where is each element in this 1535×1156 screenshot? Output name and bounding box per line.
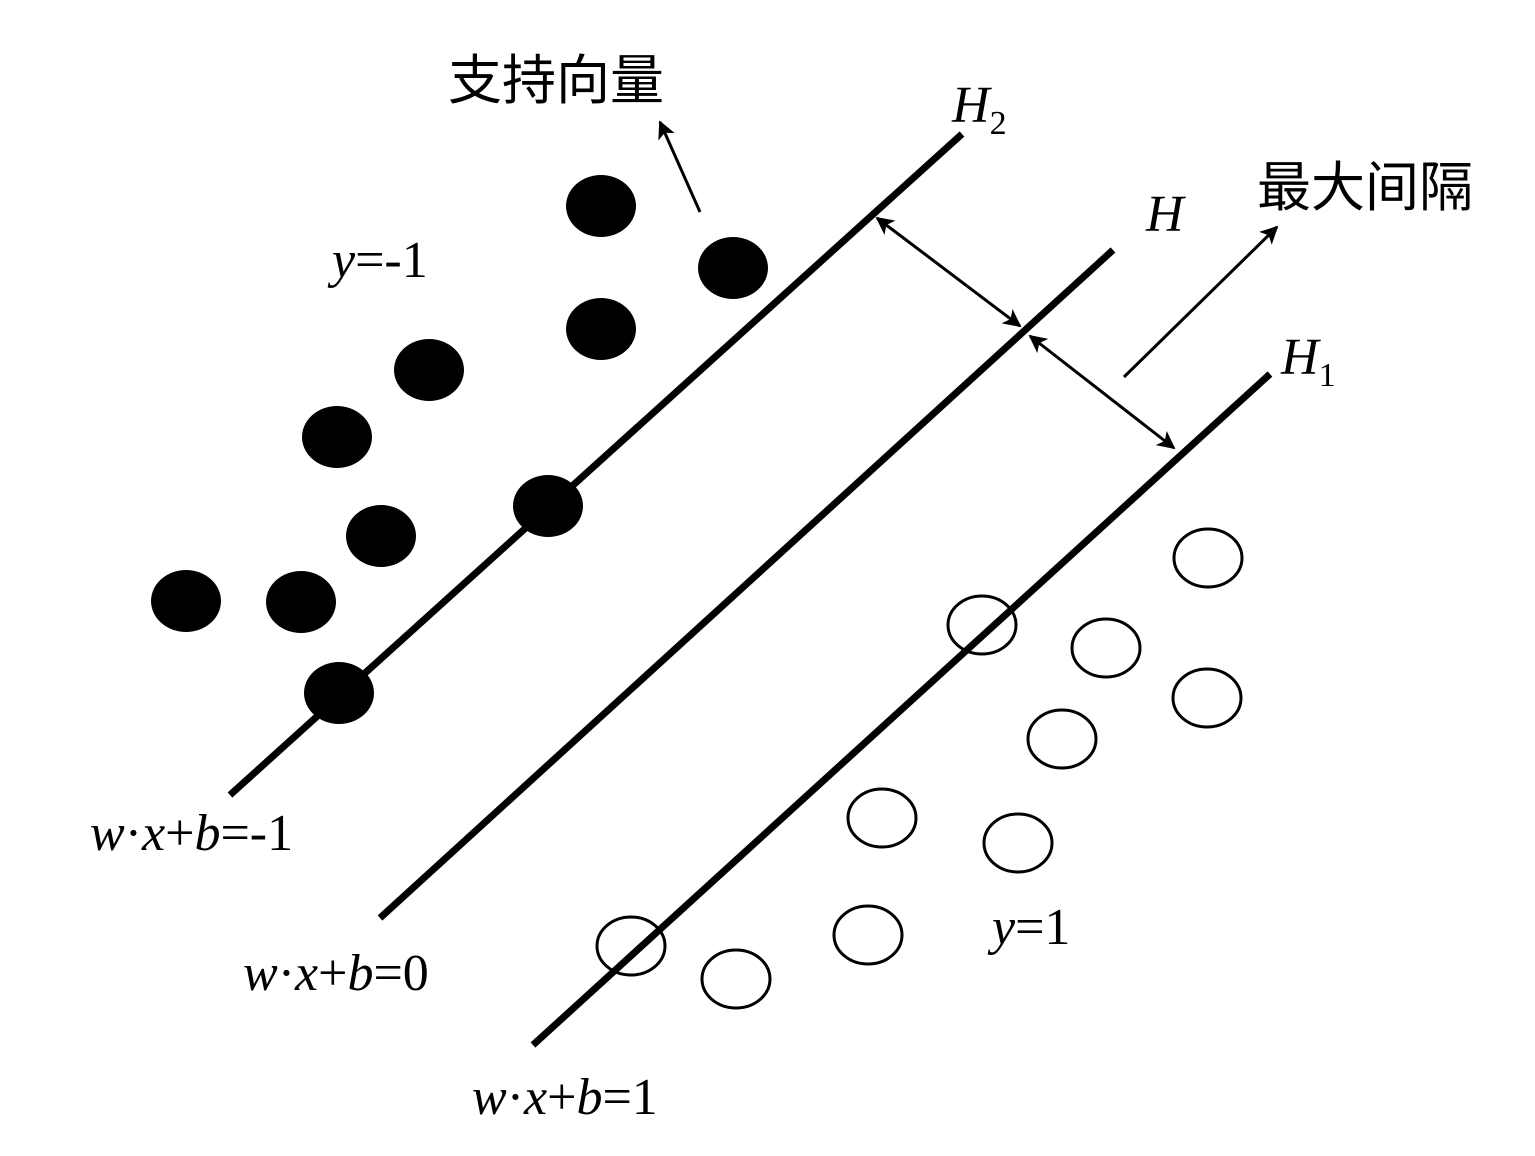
h-label: H	[1145, 186, 1186, 243]
negative-point	[513, 475, 583, 537]
negative-point	[566, 175, 636, 237]
h1-label: H1	[1280, 329, 1336, 394]
y-negative-label: y=-1	[327, 232, 428, 289]
negative-point	[698, 237, 768, 299]
negative-point	[302, 406, 372, 468]
margin-arrow-upper	[875, 216, 1022, 328]
equation-zero-label: w·x+b=0	[243, 945, 429, 1002]
positive-point	[595, 915, 667, 977]
margin-arrow-lower	[1028, 334, 1176, 450]
negative-point	[151, 570, 221, 632]
y-positive-label: y=1	[987, 899, 1070, 956]
equation-negative-label: w·x+b=-1	[90, 805, 293, 862]
negative-point	[346, 505, 416, 567]
max-margin-arrow	[1122, 225, 1279, 379]
negative-point	[266, 571, 336, 633]
h-line	[377, 247, 1116, 921]
positive-point	[832, 904, 904, 966]
negative-point	[304, 662, 374, 724]
positive-point	[982, 812, 1054, 874]
positive-point	[1172, 527, 1244, 589]
h1-line	[530, 371, 1273, 1048]
h2-label: H2	[951, 77, 1007, 142]
positive-point	[1171, 667, 1243, 729]
equation-positive-label: w·x+b=1	[472, 1069, 658, 1126]
negative-point	[566, 298, 636, 360]
negative-point	[394, 339, 464, 401]
negative-class-points	[151, 175, 768, 724]
positive-point	[1070, 617, 1142, 679]
positive-point	[846, 787, 918, 849]
max-margin-label: 最大间隔	[1257, 156, 1473, 219]
positive-class-points	[595, 527, 1244, 1010]
support-vectors-label: 支持向量	[448, 49, 664, 112]
support-vector-arrow	[658, 120, 702, 213]
positive-point	[946, 594, 1018, 656]
positive-point	[1026, 708, 1098, 770]
positive-point	[700, 948, 772, 1010]
